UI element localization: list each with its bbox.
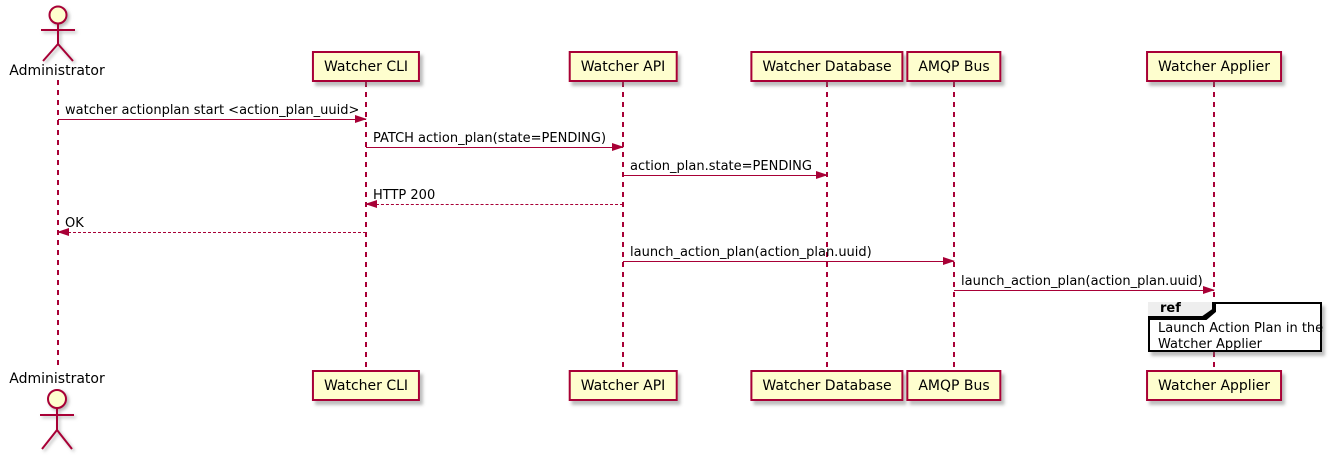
participant-bottom-watcher-applier: Watcher Applier xyxy=(1146,370,1282,401)
message-line xyxy=(58,232,366,233)
message-2: PATCH action_plan(state=PENDING) xyxy=(366,131,624,151)
participant-top-amqp-bus: AMQP Bus xyxy=(906,51,1002,82)
message-label: launch_action_plan(action_plan.uuid) xyxy=(961,274,1203,289)
arrowhead-icon xyxy=(1203,286,1215,294)
message-line xyxy=(623,261,954,262)
message-5: OK xyxy=(57,216,366,236)
arrowhead-icon xyxy=(612,143,624,151)
lifeline-watcher-api xyxy=(622,82,624,370)
participant-top-watcher-cli: Watcher CLI xyxy=(311,51,421,82)
participant-label: Watcher Applier xyxy=(1158,58,1270,75)
lifeline-amqp-bus xyxy=(953,82,955,370)
participant-bottom-watcher-database: Watcher Database xyxy=(750,370,904,401)
message-label: HTTP 200 xyxy=(373,188,436,203)
message-label: OK xyxy=(65,216,84,231)
message-label: PATCH action_plan(state=PENDING) xyxy=(373,131,607,146)
actor-icon xyxy=(41,5,75,62)
ref-text-line2: Watcher Applier xyxy=(1158,337,1262,352)
actor-icon xyxy=(40,389,74,450)
message-1: watcher actionplan start <action_plan_uu… xyxy=(58,103,367,123)
arrowhead-icon xyxy=(943,257,955,265)
participant-label: Watcher CLI xyxy=(323,377,409,394)
message-line xyxy=(366,147,623,148)
message-label: watcher actionplan start <action_plan_uu… xyxy=(65,103,360,118)
lifeline-watcher-applier xyxy=(1213,82,1215,370)
arrowhead-icon xyxy=(365,200,377,208)
lifeline-watcher-cli xyxy=(365,82,367,370)
participant-label: AMQP Bus xyxy=(918,377,990,394)
message-7: launch_action_plan(action_plan.uuid) xyxy=(954,274,1215,294)
message-3: action_plan.state=PENDING xyxy=(623,159,828,179)
message-line xyxy=(366,204,623,205)
ref-tab: ref xyxy=(1148,302,1216,320)
arrowhead-icon xyxy=(355,115,367,123)
message-label: launch_action_plan(action_plan.uuid) xyxy=(630,245,872,260)
message-line xyxy=(623,175,827,176)
participant-bottom-watcher-api: Watcher API xyxy=(568,370,678,401)
participant-label: Watcher CLI xyxy=(323,58,409,75)
participant-label: Watcher API xyxy=(580,377,666,394)
lifeline-watcher-database xyxy=(826,82,828,370)
participant-label: Watcher Applier xyxy=(1158,377,1270,394)
participant-bottom-watcher-cli: Watcher CLI xyxy=(311,370,421,401)
participant-label: Watcher API xyxy=(580,58,666,75)
participant-top-watcher-applier: Watcher Applier xyxy=(1146,51,1282,82)
message-4: HTTP 200 xyxy=(365,188,623,208)
participant-label: Watcher Database xyxy=(762,377,892,394)
ref-keyword: ref xyxy=(1160,301,1181,316)
participant-top-watcher-database: Watcher Database xyxy=(750,51,904,82)
message-6: launch_action_plan(action_plan.uuid) xyxy=(623,245,955,265)
actor-label-top: Administrator xyxy=(9,63,105,79)
message-label: action_plan.state=PENDING xyxy=(630,159,812,174)
ref-text: Launch Action Plan in the Watcher Applie… xyxy=(1158,321,1323,353)
arrowhead-icon xyxy=(57,228,69,236)
lifeline-administrator xyxy=(57,80,59,370)
message-line xyxy=(58,119,366,120)
participant-top-watcher-api: Watcher API xyxy=(568,51,678,82)
ref-text-line1: Launch Action Plan in the xyxy=(1158,321,1324,336)
participant-label: AMQP Bus xyxy=(918,58,990,75)
participant-label: Watcher Database xyxy=(762,58,892,75)
participant-bottom-amqp-bus: AMQP Bus xyxy=(906,370,1002,401)
arrowhead-icon xyxy=(816,171,828,179)
message-line xyxy=(954,290,1214,291)
actor-label-bottom: Administrator xyxy=(9,371,105,387)
ref-fragment: ref Launch Action Plan in the Watcher Ap… xyxy=(1148,302,1323,353)
